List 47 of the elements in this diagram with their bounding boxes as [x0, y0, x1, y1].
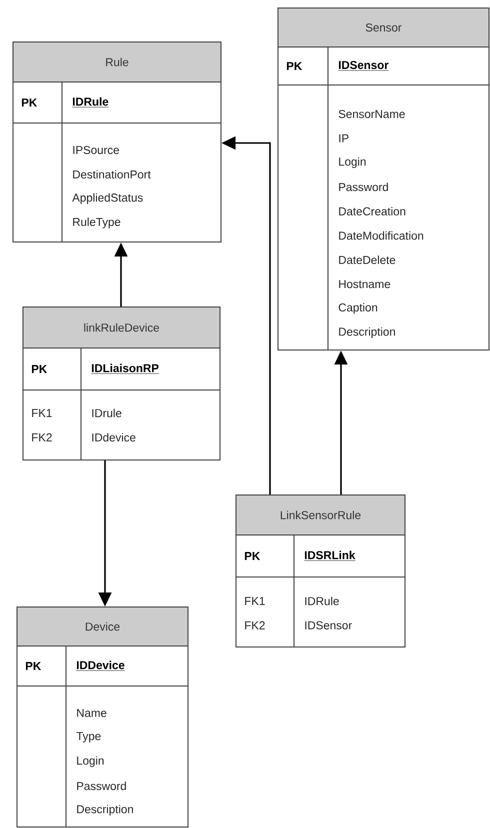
- column-name: DestinationPort: [73, 170, 151, 179]
- column-name: DateCreation: [339, 207, 406, 216]
- key-label: PK: [26, 662, 42, 670]
- entity-table: [16, 606, 188, 828]
- column-name: DateDelete: [339, 256, 396, 264]
- column-name: IP: [339, 134, 348, 142]
- foreign-key-label: FK2: [245, 621, 265, 630]
- column-name: Password: [339, 182, 388, 192]
- primary-key: IDLiaisonRP: [91, 364, 160, 374]
- key-label: PK: [286, 62, 302, 70]
- column-name: Login: [339, 157, 366, 168]
- key-label: PK: [32, 365, 48, 373]
- primary-key: IDSRLink: [304, 550, 356, 561]
- table-title: Sensor: [366, 23, 402, 32]
- table-title: LinkSensorRule: [280, 510, 361, 520]
- column-name: Name: [77, 709, 106, 717]
- foreign-key-label: FK1: [32, 409, 52, 417]
- column-name: Description: [77, 804, 133, 816]
- column-name: IDdevice: [92, 433, 136, 442]
- primary-key: IDRule: [72, 97, 109, 108]
- primary-key: IDDevice: [76, 660, 125, 671]
- column-name: AppliedStatus: [72, 193, 143, 204]
- foreign-key-label: FK2: [32, 433, 52, 442]
- column-name: DateModification: [339, 231, 424, 240]
- column-name: Description: [339, 327, 395, 338]
- foreign-key-label: FK1: [245, 597, 265, 605]
- primary-key: IDSensor: [338, 60, 389, 71]
- column-name: Hostname: [339, 280, 390, 288]
- column-name: IDRule: [305, 596, 339, 606]
- table-title: linkRuleDevice: [84, 323, 159, 332]
- column-name: Type: [76, 732, 101, 742]
- entity-table: [12, 42, 222, 242]
- column-name: IDSensor: [305, 621, 352, 630]
- key-label: PK: [244, 552, 260, 560]
- entity-table: [236, 494, 406, 648]
- entity-table: [278, 8, 490, 350]
- entity-table: [22, 306, 220, 460]
- column-name: Caption: [338, 303, 378, 314]
- column-name: RuleType: [73, 218, 120, 228]
- column-name: IDrule: [92, 408, 122, 418]
- key-label: PK: [22, 98, 38, 106]
- column-name: Login: [77, 756, 104, 767]
- table-title: Rule: [106, 58, 128, 66]
- table-title: Device: [86, 622, 120, 631]
- column-name: Password: [77, 782, 126, 790]
- column-name: SensorName: [338, 110, 405, 118]
- column-name: IPSource: [73, 146, 119, 154]
